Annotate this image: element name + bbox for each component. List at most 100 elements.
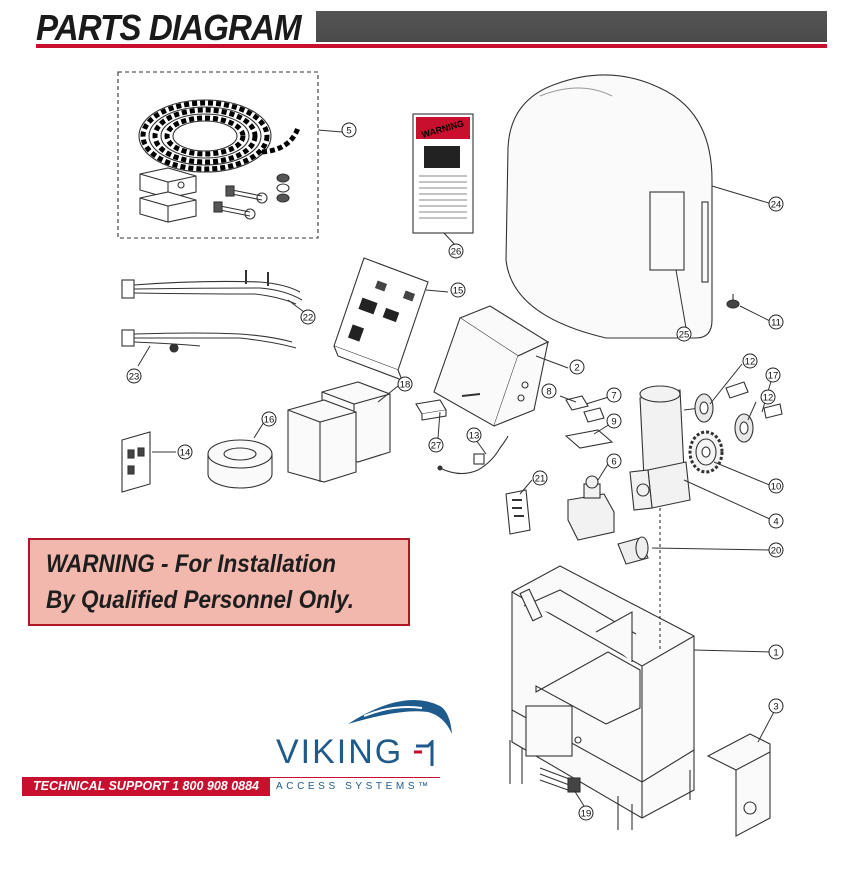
part-13-cable [437, 435, 509, 475]
callout-number: 11 [771, 318, 781, 329]
callout-number: 21 [535, 474, 546, 485]
callout-number: 8 [546, 387, 551, 398]
callout-number: 6 [611, 457, 616, 468]
technical-support-banner: TECHNICAL SUPPORT 1 800 908 0884 [22, 777, 270, 796]
part-16-ring [207, 439, 273, 489]
callout-7: 7 [606, 387, 622, 403]
callout-16: 16 [261, 411, 277, 427]
part-9-bracket [564, 429, 614, 449]
callout-number: 15 [453, 286, 464, 297]
part-14-switch-plate [121, 431, 151, 493]
part-21-bracket-plate [505, 489, 531, 535]
callout-9: 9 [606, 413, 622, 429]
part-7-actuator [583, 407, 605, 423]
callout-number: 17 [768, 371, 779, 382]
callout-number: 23 [129, 372, 140, 383]
callout-number: 19 [581, 809, 592, 820]
part-3-bracket [706, 733, 771, 837]
callout-4: 4 [768, 513, 784, 529]
brand-name: VIKING [276, 733, 404, 771]
title-bar [316, 11, 827, 42]
callout-number: 4 [773, 517, 778, 528]
callout-5: 5 [341, 122, 357, 138]
part-1-chassis [509, 565, 695, 830]
part-11-screw [726, 294, 740, 309]
part-17-collar-a [725, 381, 749, 399]
callout-number: 12 [745, 357, 756, 368]
warning-box: WARNING - For Installation By Qualified … [28, 538, 410, 626]
callout-number: 27 [431, 441, 442, 452]
callout-2: 2 [569, 359, 585, 375]
callout-6: 6 [606, 453, 622, 469]
callout-8: 8 [541, 383, 557, 399]
callout-number: 25 [679, 330, 690, 341]
callout-number: 1 [773, 648, 778, 659]
part-12-sprocket-b [734, 413, 754, 443]
part-22-wire-harness [121, 270, 303, 305]
callout-24: 24 [768, 196, 784, 212]
callout-number: 2 [574, 363, 579, 374]
callout-number: 24 [771, 200, 782, 211]
callout-1: 1 [768, 644, 784, 660]
callout-12: 12 [742, 353, 758, 369]
part-5-chain-kit [117, 71, 319, 239]
viking-swoosh-logo [348, 700, 452, 734]
support-rule [270, 777, 440, 778]
callout-11: 11 [768, 314, 784, 330]
callout-3: 3 [768, 698, 784, 714]
callout-number: 9 [611, 417, 616, 428]
part-26-warning-decal: WARNING [412, 113, 474, 234]
part-2-control-box [433, 305, 550, 427]
callout-26: 26 [448, 243, 464, 259]
part-4-motor-gearbox [629, 385, 701, 511]
callout-10: 10 [768, 478, 784, 494]
part-17-collar-b [763, 403, 783, 419]
title-rule [36, 44, 827, 48]
part-18-batteries [287, 381, 391, 483]
callout-22: 22 [300, 309, 316, 325]
warning-line-1: WARNING - For Installation [46, 550, 336, 578]
callout-number: 22 [303, 313, 314, 324]
part-24-cover [505, 74, 713, 339]
bolts [213, 173, 290, 220]
callout-number: 26 [451, 247, 462, 258]
callout-19: 19 [578, 805, 594, 821]
callout-number: 14 [180, 448, 191, 459]
callout-number: 16 [264, 415, 275, 426]
callout-number: 13 [469, 431, 480, 442]
part-10-sprocket [688, 430, 724, 474]
part-23-wire-harness [121, 329, 297, 353]
callout-27: 27 [428, 437, 444, 453]
callout-number: 12 [763, 393, 774, 404]
chain-coil [138, 99, 301, 173]
brand-mark-icon [414, 740, 434, 766]
callout-number: 10 [771, 482, 782, 493]
part-15-control-board [333, 257, 429, 381]
callout-20: 20 [768, 542, 784, 558]
callout-number: 20 [771, 546, 782, 557]
callout-25: 25 [676, 326, 692, 342]
callout-number: 18 [400, 380, 411, 391]
mounting-blocks [139, 167, 197, 223]
part-19-wire-lead [539, 767, 581, 793]
callout-number: 3 [773, 702, 778, 713]
callout-21: 21 [532, 470, 548, 486]
part-6-gear-unit [567, 475, 615, 541]
callout-number: 5 [346, 126, 351, 137]
callout-15: 15 [450, 282, 466, 298]
callout-number: 7 [611, 391, 616, 402]
callout-17: 17 [765, 367, 781, 383]
callout-14: 14 [177, 444, 193, 460]
page-title: PARTS DIAGRAM [36, 7, 302, 48]
brand-tagline: ACCESS SYSTEMS™ [276, 781, 432, 792]
callout-23: 23 [126, 368, 142, 384]
callout-13: 13 [466, 427, 482, 443]
part-20-capacitor [617, 536, 649, 565]
callout-12-b: 12 [760, 389, 776, 405]
part-8-switch [565, 395, 589, 411]
part-12-sprocket-a [694, 393, 714, 423]
callout-18: 18 [397, 376, 413, 392]
callout-layer: 1234567891011121213141516171819202122232… [126, 122, 784, 821]
